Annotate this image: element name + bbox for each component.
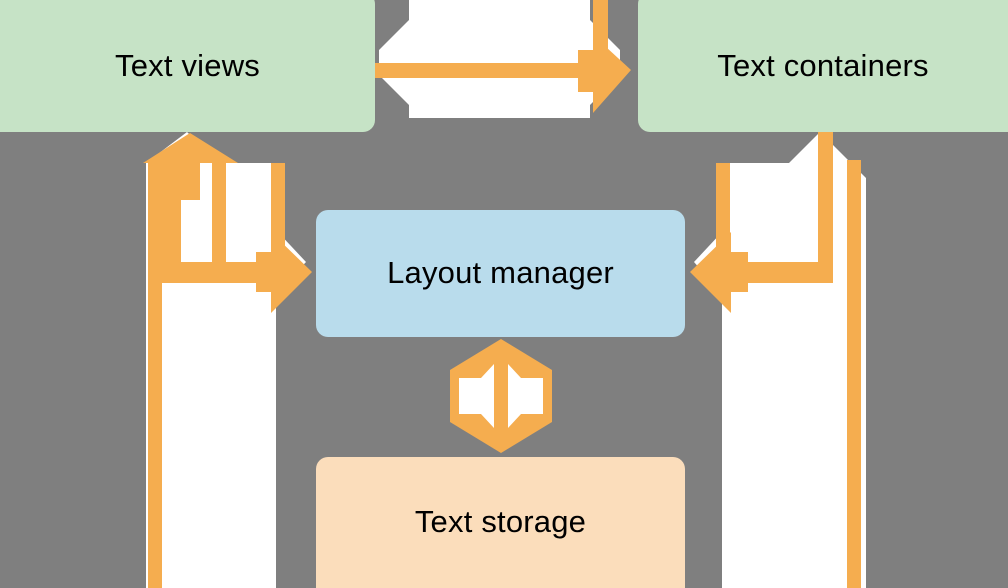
node-text-views-label: Text views xyxy=(115,47,260,83)
node-text-storage-label: Text storage xyxy=(414,504,587,540)
double-arrow-left-half xyxy=(459,364,494,428)
node-layout-manager[interactable]: Layout manager xyxy=(316,210,685,337)
connector-views-to-containers xyxy=(375,0,631,113)
connector-layoutmanager-textstorage xyxy=(450,339,552,453)
connector-containers-to-layoutmanager xyxy=(690,132,833,313)
connector-layoutmanager-to-views xyxy=(143,133,238,588)
node-text-containers-label: Text containers xyxy=(717,47,929,83)
node-text-views[interactable]: Text views xyxy=(0,0,375,132)
connector-layoutmanager-to-containers xyxy=(847,160,861,588)
hexagon-body xyxy=(450,339,552,453)
halo-left-column xyxy=(146,132,306,588)
connector-views-to-layoutmanager xyxy=(159,163,312,313)
node-text-storage[interactable]: Text storage xyxy=(316,457,685,588)
halo-views-containers xyxy=(379,0,620,118)
double-arrow-right-half xyxy=(508,364,543,428)
node-layout-manager-label: Layout manager xyxy=(387,255,614,291)
node-text-containers[interactable]: Text containers xyxy=(638,0,1008,132)
